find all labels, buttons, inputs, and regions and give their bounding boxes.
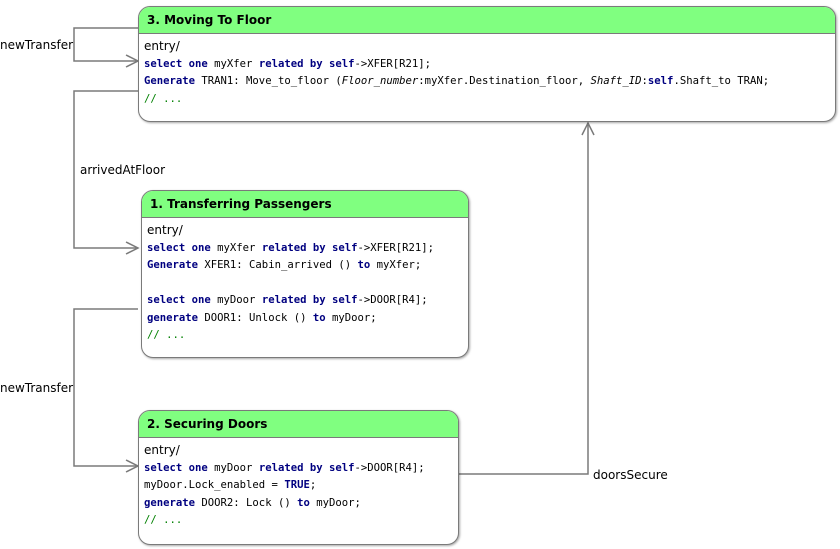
activity-line: Generate TRAN1: Move_to_floor (Floor_num… (144, 73, 830, 91)
keyword: to (312, 311, 326, 324)
activity-line: select one myXfer related by self->XFER[… (144, 56, 830, 74)
transition-label-doorssecure: doorsSecure (593, 468, 668, 482)
code-text: Shaft_ID (590, 75, 642, 87)
keyword: related by self (258, 461, 355, 474)
activity-line: select one myDoor related by self->DOOR[… (147, 292, 463, 310)
keyword: Generate (147, 259, 199, 271)
code-text: myXfer; (370, 259, 422, 271)
code-text: ->DOOR[R4]; (357, 294, 428, 306)
state-moving-to-floor[interactable]: 3. Moving To Floor entry/select one myXf… (138, 6, 836, 122)
code-text: ->XFER[R21]; (357, 241, 435, 254)
activity-line: // ... (147, 327, 463, 345)
activity-line: generate DOOR1: Unlock () to myDoor; (147, 310, 463, 328)
code-text: entry/ (144, 443, 180, 457)
keyword: select one (147, 241, 211, 254)
activity-line: // ... (144, 91, 830, 109)
transition-line-doorssecure (458, 123, 589, 475)
code-text: myXfer (207, 57, 259, 70)
transition-label-self-newtransfer: newTransfer (0, 38, 74, 52)
code-text: entry/ (147, 223, 183, 237)
state-securing-doors[interactable]: 2. Securing Doors entry/select one myDoo… (138, 410, 459, 545)
state-transferring-passengers[interactable]: 1. Transferring Passengers entry/select … (141, 190, 469, 358)
code-text: myDoor.Lock_enabled = (144, 479, 285, 491)
state-title: 2. Securing Doors (139, 411, 458, 438)
keyword: select one (144, 57, 208, 70)
keyword: select one (147, 294, 211, 306)
code-text: DOOR1: Unlock () (198, 311, 313, 324)
entry-label: entry/ (144, 442, 453, 460)
keyword: related by self (261, 241, 358, 254)
keyword: select one (144, 461, 208, 474)
transition-line-newtransfer (73, 308, 138, 467)
transition-label-newtransfer: newTransfer (0, 381, 74, 395)
code-text: TRAN1: Move_to_floor ( (195, 75, 342, 87)
comment: // ... (144, 514, 183, 526)
state-title: 1. Transferring Passengers (142, 191, 468, 218)
keyword: to (357, 259, 371, 271)
code-text: entry/ (144, 39, 180, 53)
code-text: XFER1: Cabin_arrived () (198, 259, 358, 271)
activity-line: // ... (144, 512, 453, 530)
state-activity: entry/select one myXfer related by self-… (142, 218, 468, 345)
activity-line: select one myXfer related by self->XFER[… (147, 240, 463, 258)
entry-label: entry/ (144, 38, 830, 56)
state-activity: entry/select one myXfer related by self-… (139, 34, 835, 108)
code-text: myXfer (210, 241, 262, 254)
keyword: generate (147, 311, 199, 324)
code-text: myDoor; (309, 496, 361, 509)
code-text: myDoor (207, 461, 259, 474)
keyword: TRUE (284, 479, 310, 491)
code-text: : (641, 75, 648, 87)
code-text: .Shaft_to TRAN; (673, 75, 770, 87)
keyword: related by self (261, 294, 358, 306)
keyword: to (297, 496, 310, 509)
entry-label: entry/ (147, 222, 463, 240)
transition-line-arrivedatfloor (73, 90, 138, 249)
state-title: 3. Moving To Floor (139, 7, 835, 34)
transition-line-self-newtransfer (73, 27, 138, 62)
activity-line: myDoor.Lock_enabled = TRUE; (144, 477, 453, 495)
activity-line: select one myDoor related by self->DOOR[… (144, 460, 453, 478)
code-text: DOOR2: Lock () (195, 496, 298, 509)
keyword: related by self (258, 57, 355, 70)
keyword: Generate (144, 75, 196, 87)
code-text: ->XFER[R21]; (354, 57, 432, 70)
transition-label-arrivedatfloor: arrivedAtFloor (80, 163, 166, 177)
code-text: Floor_number (341, 75, 419, 87)
code-text: ; (309, 479, 317, 491)
keyword: self (647, 75, 674, 87)
comment: // ... (144, 92, 183, 105)
code-text: ->DOOR[R4]; (354, 461, 425, 474)
keyword: generate (144, 496, 196, 509)
arrowhead (125, 241, 140, 255)
code-text: myDoor (210, 294, 262, 306)
comment: // ... (147, 329, 186, 341)
state-activity: entry/select one myDoor related by self-… (139, 438, 458, 530)
code-text: myDoor; (325, 311, 377, 324)
activity-line (147, 275, 463, 293)
arrowhead (581, 121, 595, 136)
code-text: :myXfer.Destination_floor, (418, 75, 591, 87)
activity-line: Generate XFER1: Cabin_arrived () to myXf… (147, 257, 463, 275)
activity-line: generate DOOR2: Lock () to myDoor; (144, 495, 453, 513)
